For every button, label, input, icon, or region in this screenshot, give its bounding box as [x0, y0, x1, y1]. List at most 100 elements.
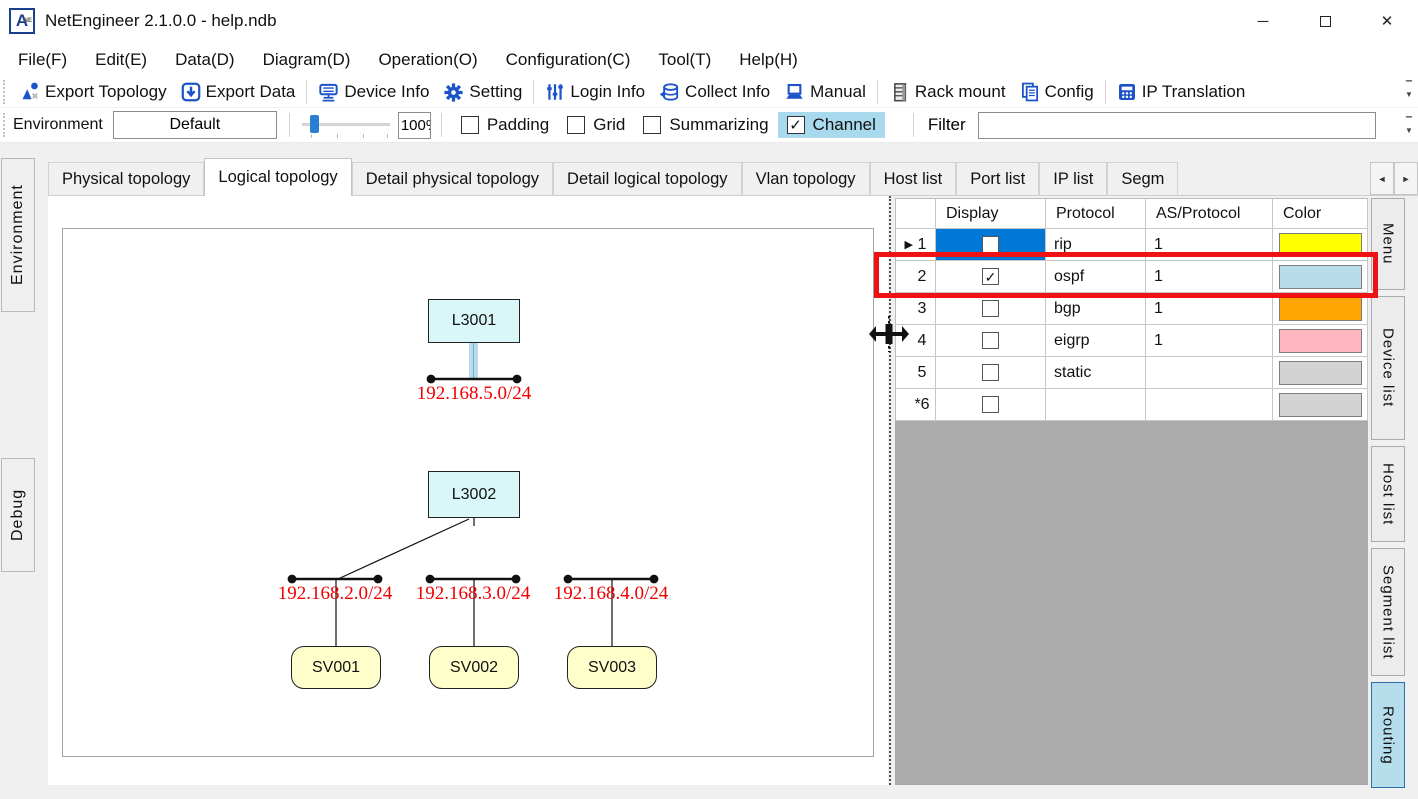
panel-tab-device-list[interactable]: Device list — [1371, 296, 1405, 440]
panel-tab-menu[interactable]: Menu — [1371, 198, 1405, 290]
display-cell[interactable] — [936, 357, 1046, 389]
zoom-value-box[interactable]: 100% — [397, 111, 431, 139]
collect-info-button[interactable]: Collect Info — [652, 78, 777, 106]
link-line[interactable] — [337, 518, 470, 580]
color-swatch[interactable] — [1278, 264, 1362, 289]
ip-translation-button[interactable]: IP Translation — [1110, 78, 1253, 106]
display-checkbox[interactable] — [982, 396, 999, 413]
summarizing-checkbox-box[interactable] — [643, 116, 662, 134]
topology-canvas[interactable]: L3001 L3002 SV001 SV002 SV003 192.168.5.… — [62, 228, 874, 757]
color-swatch[interactable] — [1278, 328, 1362, 353]
node-sv003[interactable]: SV003 — [567, 646, 657, 689]
setting-button[interactable]: Setting — [436, 78, 529, 106]
menu-diagram[interactable]: Diagram(D) — [262, 49, 351, 69]
channel-checkbox-box[interactable]: ✓ — [786, 116, 805, 134]
panel-tab-segment-list[interactable]: Segment list — [1371, 548, 1405, 676]
display-checkbox[interactable] — [982, 300, 999, 317]
node-l3001[interactable]: L3001 — [428, 299, 520, 343]
filter-input[interactable] — [977, 111, 1376, 139]
protocol-cell[interactable]: rip — [1046, 229, 1146, 261]
grid-checkbox-box[interactable] — [567, 116, 586, 134]
row-header-corner[interactable] — [896, 199, 936, 229]
minimize-button[interactable]: ─ — [1257, 12, 1269, 30]
color-cell[interactable] — [1273, 325, 1368, 357]
tab-physical-topology[interactable]: Physical topology — [48, 162, 205, 195]
row-header[interactable]: 4 — [896, 325, 936, 357]
zoom-slider-thumb[interactable] — [309, 115, 319, 133]
row-header[interactable]: 2 — [896, 261, 936, 293]
menu-operation[interactable]: Operation(O) — [378, 49, 478, 69]
login-info-button[interactable]: Login Info — [538, 78, 652, 106]
color-cell[interactable] — [1273, 293, 1368, 325]
column-header-as-protocol[interactable]: AS/Protocol — [1146, 199, 1273, 229]
as-protocol-cell[interactable]: 1 — [1146, 229, 1273, 261]
display-checkbox[interactable] — [982, 332, 999, 349]
protocol-cell[interactable]: static — [1046, 357, 1146, 389]
display-checkbox[interactable]: ✓ — [982, 268, 999, 285]
menu-help[interactable]: Help(H) — [739, 49, 798, 69]
row-header[interactable]: 3 — [896, 293, 936, 325]
tab-host-list[interactable]: Host list — [869, 162, 957, 195]
menu-edit[interactable]: Edit(E) — [95, 49, 148, 69]
close-button[interactable]: ✕ — [1380, 13, 1394, 30]
tab-scroll-right-button[interactable]: ► — [1394, 162, 1418, 195]
export-topology-button[interactable]: Export Topology — [13, 78, 174, 106]
row-header[interactable]: 5 — [896, 357, 936, 389]
tab-detail-logical-topology[interactable]: Detail logical topology — [553, 162, 742, 195]
tab-detail-physical-topology[interactable]: Detail physical topology — [351, 162, 554, 195]
color-cell[interactable] — [1273, 357, 1368, 389]
tab-ip-list[interactable]: IP list — [1039, 162, 1108, 195]
maximize-button[interactable] — [1294, 0, 1356, 42]
as-protocol-cell[interactable]: 1 — [1146, 325, 1273, 357]
column-header-display[interactable]: Display — [936, 199, 1046, 229]
protocol-cell[interactable]: ospf — [1046, 261, 1146, 293]
color-cell[interactable] — [1273, 261, 1368, 293]
color-swatch[interactable] — [1278, 360, 1362, 385]
config-button[interactable]: Config — [1013, 78, 1101, 106]
menu-file[interactable]: File(F) — [18, 49, 68, 69]
column-header-color[interactable]: Color — [1273, 199, 1368, 229]
display-cell[interactable]: ✓ — [936, 261, 1046, 293]
protocol-cell[interactable]: bgp — [1046, 293, 1146, 325]
color-swatch[interactable] — [1278, 392, 1362, 417]
column-header-protocol[interactable]: Protocol — [1046, 199, 1146, 229]
node-sv002[interactable]: SV002 — [429, 646, 519, 689]
as-protocol-cell[interactable] — [1146, 357, 1273, 389]
tab-logical-topology[interactable]: Logical topology — [204, 158, 352, 196]
color-cell[interactable] — [1273, 389, 1368, 421]
display-checkbox[interactable] — [982, 364, 999, 381]
menu-configuration[interactable]: Configuration(C) — [505, 49, 631, 69]
display-cell[interactable] — [936, 389, 1046, 421]
display-checkbox[interactable] — [982, 236, 999, 253]
zoom-slider[interactable] — [301, 112, 390, 138]
padding-checkbox[interactable]: Padding — [452, 112, 558, 138]
zoom-slider-track[interactable] — [301, 123, 390, 126]
display-cell[interactable] — [936, 325, 1046, 357]
display-cell[interactable] — [936, 293, 1046, 325]
device-info-button[interactable]: Device Info — [311, 78, 436, 106]
sidebar-tab-environment[interactable]: Environment — [1, 158, 35, 312]
tab-scroll-left-button[interactable]: ◄ — [1370, 162, 1394, 195]
toolbar-overflow-button[interactable]: ▔▼ — [1405, 81, 1413, 99]
pane-splitter[interactable] — [889, 196, 891, 785]
node-l3002[interactable]: L3002 — [428, 471, 520, 518]
display-cell[interactable] — [936, 229, 1046, 261]
protocol-cell[interactable]: eigrp — [1046, 325, 1146, 357]
toolbar-grip[interactable] — [3, 80, 8, 104]
panel-tab-routing[interactable]: Routing — [1371, 682, 1405, 788]
environment-select[interactable]: Default — [112, 111, 277, 139]
color-cell[interactable] — [1273, 229, 1368, 261]
menu-tool[interactable]: Tool(T) — [658, 49, 712, 69]
channel-checkbox[interactable]: ✓ Channel — [777, 112, 885, 138]
tab-vlan-topology[interactable]: Vlan topology — [741, 162, 870, 195]
rack-mount-button[interactable]: Rack mount — [882, 78, 1013, 106]
tab-port-list[interactable]: Port list — [956, 162, 1040, 195]
node-sv001[interactable]: SV001 — [291, 646, 381, 689]
row-header[interactable]: ▶1 — [896, 229, 936, 261]
toolbar-overflow-button[interactable]: ▔▼ — [1405, 117, 1413, 135]
color-swatch[interactable] — [1278, 232, 1362, 257]
grid-checkbox[interactable]: Grid — [558, 112, 634, 138]
tab-segment-list[interactable]: Segm — [1107, 162, 1179, 195]
panel-tab-host-list[interactable]: Host list — [1371, 446, 1405, 542]
as-protocol-cell[interactable] — [1146, 389, 1273, 421]
